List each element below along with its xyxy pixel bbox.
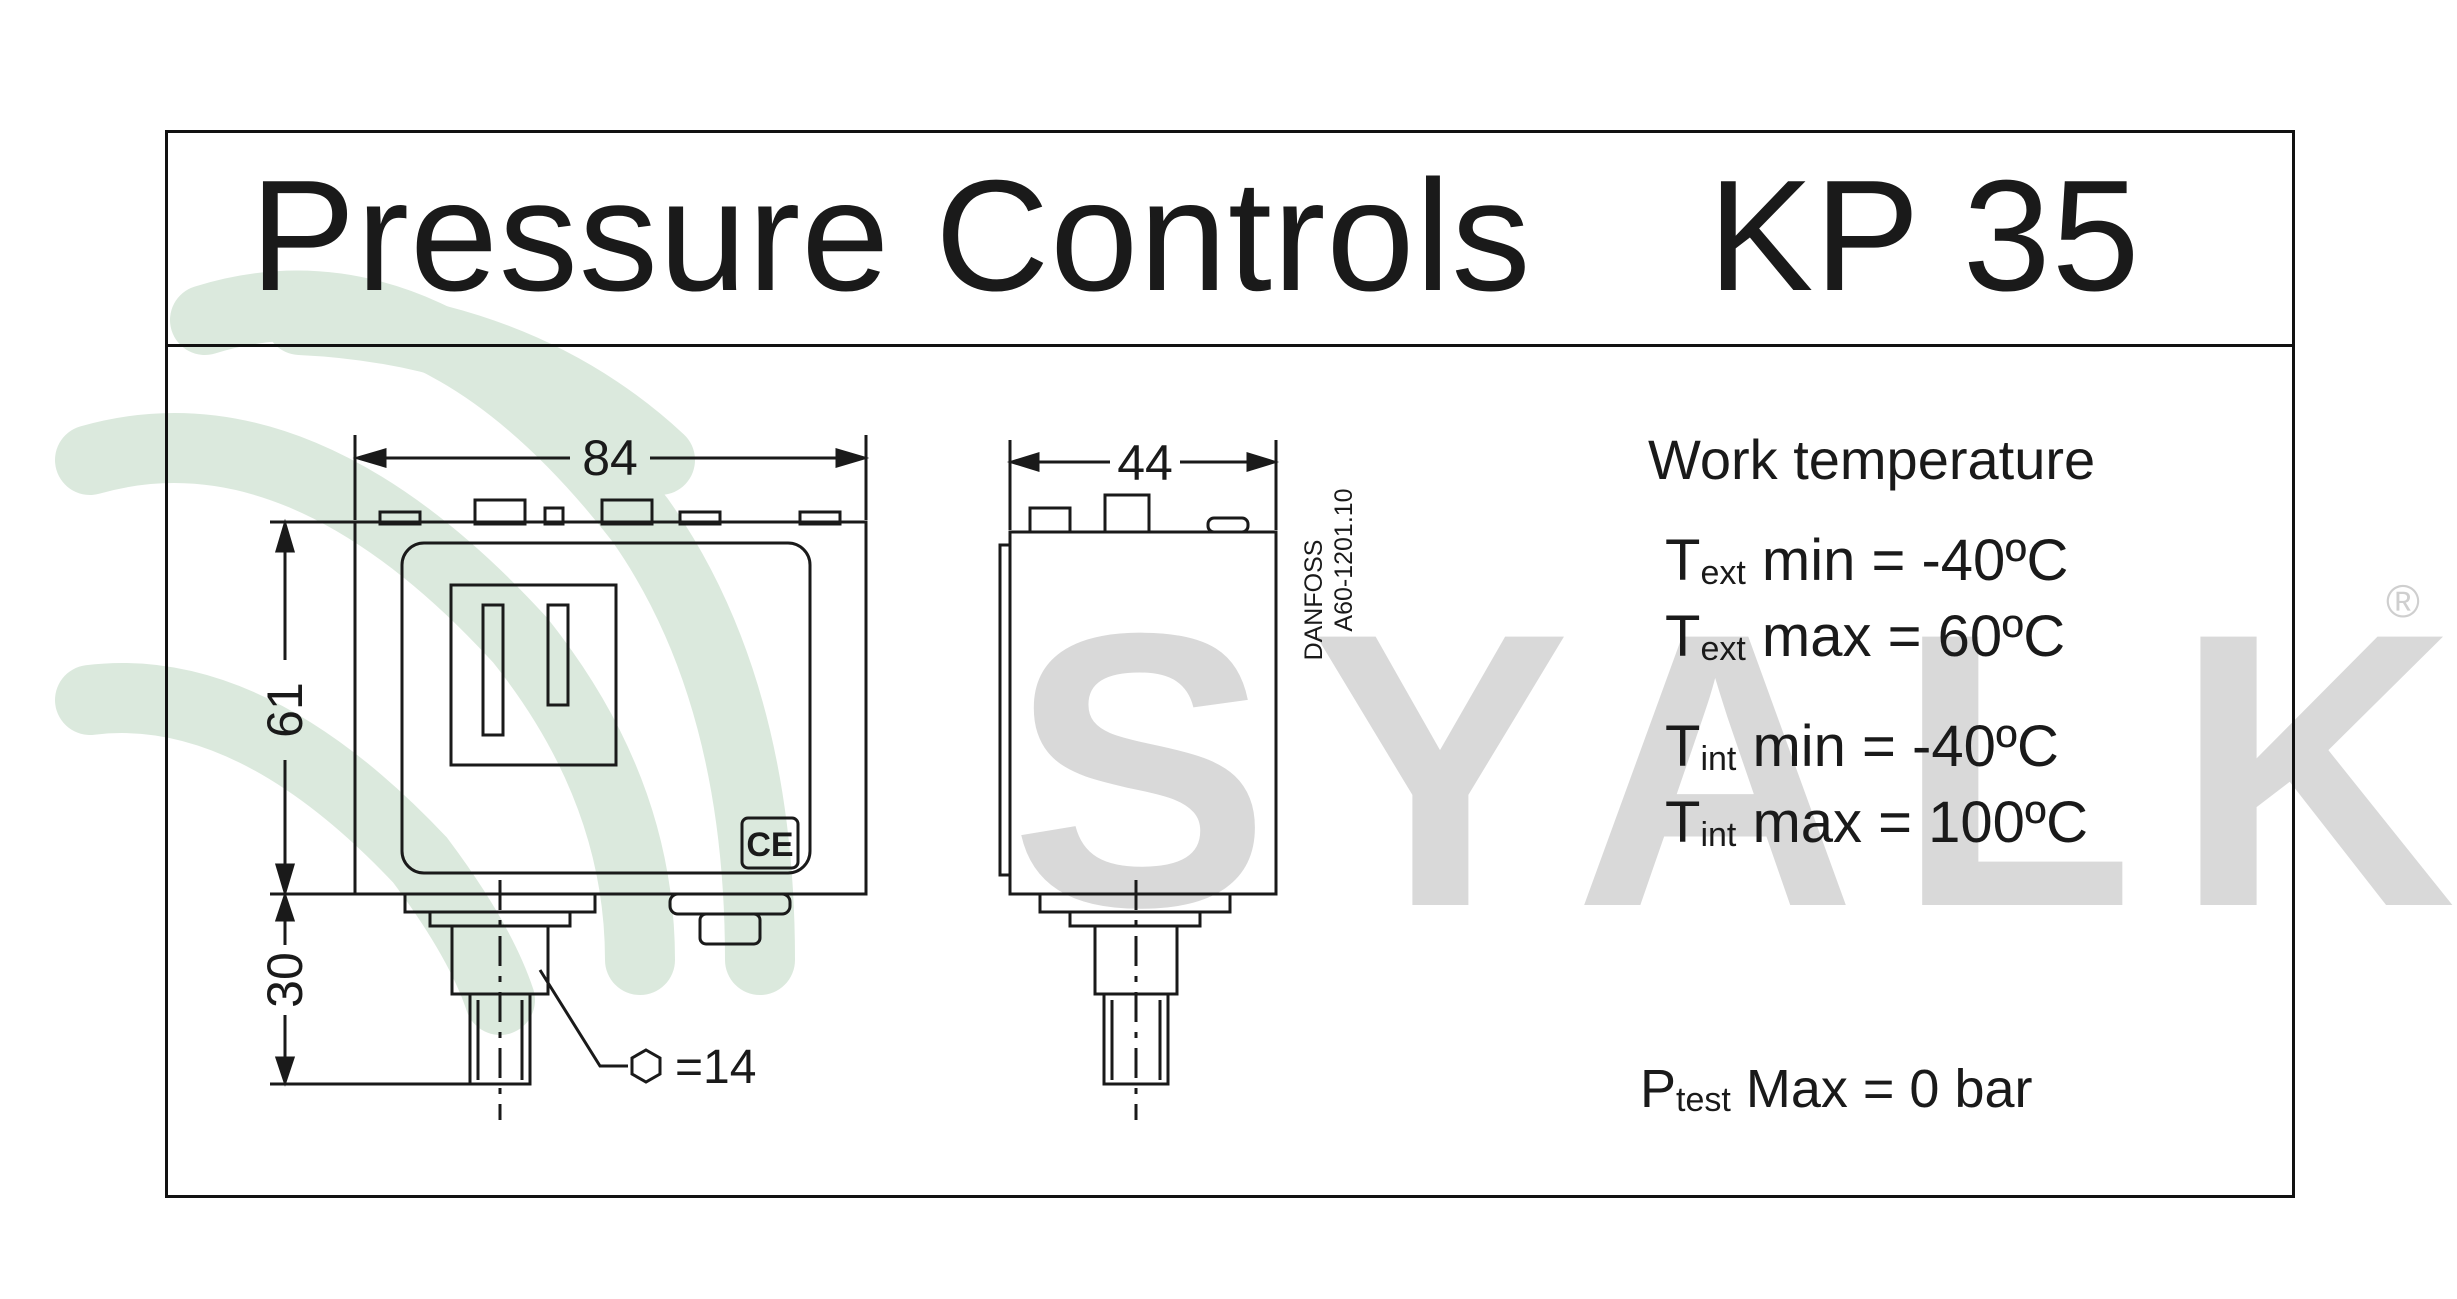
- t-int-min: Tint min = -40ºC: [1665, 714, 2059, 779]
- ce-mark: CE: [746, 826, 793, 864]
- t-ext-min: Text min = -40ºC: [1665, 528, 2069, 593]
- watermark-brand: SYALK: [1010, 552, 2457, 988]
- logo-swoosh: [55, 413, 675, 995]
- t-ext-max: Text max = 60ºC: [1665, 604, 2066, 669]
- maker-label: DANFOSS: [1300, 540, 1328, 661]
- drawing-code-label: A60-1201.10: [1330, 488, 1358, 631]
- side-width-label: 44: [1117, 435, 1173, 491]
- body-height-label: 61: [257, 682, 313, 738]
- side-view: [998, 440, 1280, 1120]
- connector-height-label: 30: [257, 952, 313, 1008]
- t-int-max: Tint max = 100ºC: [1665, 790, 2088, 855]
- hex-size-label: =14: [675, 1041, 756, 1094]
- work-temperature-heading: Work temperature: [1648, 428, 2096, 491]
- p-test-max: Ptest Max = 0 bar: [1640, 1059, 2033, 1119]
- drawing-frame: Pressure Controls KP 35: [165, 130, 2295, 1198]
- front-view: [270, 435, 870, 1120]
- model-title: KP 35: [1708, 148, 2141, 324]
- product-title: Pressure Controls: [250, 148, 1532, 324]
- logo-swoosh: [55, 663, 535, 1035]
- front-width-label: 84: [582, 430, 638, 486]
- logo-swoosh: [265, 285, 695, 495]
- title-bar: Pressure Controls KP 35: [168, 133, 2292, 347]
- registered-mark: ®: [2386, 575, 2420, 627]
